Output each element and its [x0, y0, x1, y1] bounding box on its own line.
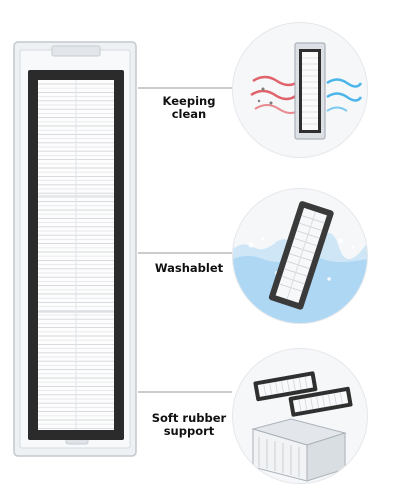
water-splash-filter-icon	[232, 188, 368, 324]
feature-label-washablet: Washablet	[154, 261, 224, 275]
airflow-filter-icon	[232, 22, 368, 158]
feature-label-keeping-clean: Keeping clean	[162, 94, 216, 121]
feature-label-soft-rubber-support: Soft rubber support	[151, 411, 227, 438]
filter-pair-in-housing-icon	[232, 348, 368, 484]
